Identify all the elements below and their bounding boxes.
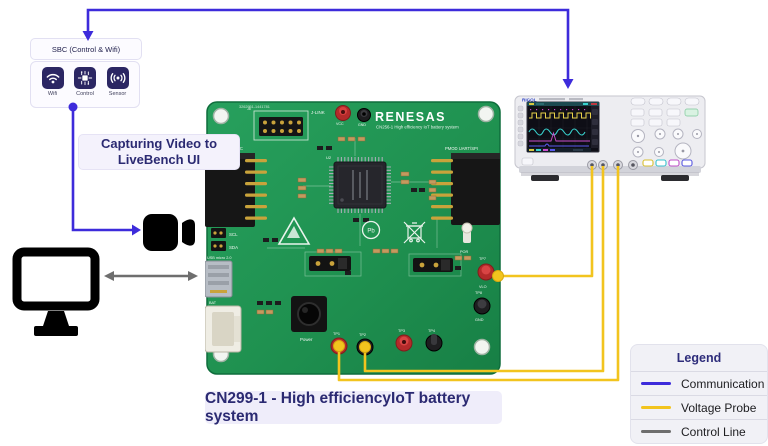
voltage-probe-swatch [641, 406, 671, 409]
gnd2-label: GND [475, 318, 484, 322]
communication-line-sbc-scope [86, 8, 570, 80]
sensor-broadcast-icon [106, 67, 129, 89]
legend-row-control-line: Control Line [631, 419, 767, 443]
tp7-label: TP7 [479, 257, 486, 261]
arrowhead-to-monitor [104, 271, 114, 281]
channel-buttons [642, 159, 693, 167]
voltage-probe-label: Voltage Probe [681, 400, 757, 415]
scope-screen [526, 101, 600, 153]
scl-label: SCL [229, 232, 238, 237]
scope-base [519, 166, 701, 173]
scope-left-buttons [517, 105, 524, 147]
wifi-icon [41, 67, 64, 89]
mcu-chip: U2 [326, 155, 391, 213]
esd-warning-symbol [277, 216, 311, 245]
arrowhead-to-camera [132, 224, 141, 236]
oscilloscope: RIGOL [514, 95, 706, 181]
monitor-icon [12, 247, 100, 336]
tp4-label: TP4 [428, 329, 435, 333]
power-button: Power [291, 296, 327, 342]
pcb-substrate [206, 101, 501, 375]
tp3-label: TP3 [398, 329, 405, 333]
usb-label: USB micro 2.0 [207, 256, 231, 260]
testpoint-vcc: VCC [335, 105, 351, 126]
wifi-icon-label: Wifi [47, 91, 58, 97]
legend-row-voltage-probe: Voltage Probe [631, 395, 767, 419]
trace-ch4-blue [529, 143, 589, 147]
trace-ch2-cyan [528, 128, 586, 136]
micro-usb-connector: USB micro 2.0 [205, 256, 233, 298]
renesas-logo: RENESAS [375, 110, 446, 124]
scope-power-button [521, 157, 534, 166]
sbc-icon-wifi: Wifi [41, 67, 64, 97]
pmod-uart-label: PMOD UART/SPI [445, 146, 478, 151]
control-line-label: Control Line [681, 424, 746, 439]
jlink-label: J-LINK [311, 110, 325, 115]
testpoint-gnd-top: GND [357, 108, 371, 127]
capture-note: Capturing Video to LiveBench UI [78, 134, 240, 170]
pb-label: Pb [367, 229, 375, 235]
chip-circuit-icon [74, 67, 96, 89]
rigol-logo: RIGOL [522, 98, 537, 103]
legend-title: Legend [676, 351, 722, 365]
arrowhead-to-board [188, 271, 198, 281]
por-label: POR [460, 250, 468, 254]
sbc-icons-box: Wifi Control Sensor [30, 61, 140, 108]
chip-icon-label: Control [76, 91, 94, 97]
sbc-title-box: SBC (Control & Wifi) [30, 38, 142, 60]
sda-label: SDA [229, 245, 238, 250]
tp8-label: TP8 [475, 291, 482, 295]
run-stop-button [684, 108, 699, 117]
board-caption: CN299-1 - High efficiencyIoT battery sys… [205, 390, 502, 425]
legend-row-communication: Communication [631, 371, 767, 395]
sensor-icon-label: Sensor [108, 91, 127, 97]
legend: Legend Communication Voltage Probe Contr… [630, 344, 768, 444]
gnd-label: GND [358, 123, 366, 127]
board-serial: 3262951-1441781 [239, 105, 270, 109]
communication-swatch [641, 382, 671, 385]
vcc-label: VCC [336, 122, 344, 126]
i2c-jumpers: SCL SDA [211, 228, 238, 251]
sbc-icon-sensor: Sensor [106, 67, 129, 97]
scope-control-panel [630, 97, 702, 167]
control-line-swatch [641, 430, 671, 433]
tp1-label: TP1 [333, 332, 340, 336]
j8-label: J8 [247, 107, 251, 111]
vlo-label: VLO [479, 285, 487, 289]
power-label: Power [300, 337, 313, 342]
bat-label: BAT [209, 301, 217, 305]
sbc-icon-control: Control [74, 67, 96, 97]
trace-ch1-yellow [529, 112, 593, 119]
video-camera-icon [143, 214, 195, 251]
battery-connector: BAT [205, 301, 242, 353]
sbc-title-label: SBC (Control & Wifi) [51, 44, 121, 54]
communication-label: Communication [681, 376, 765, 391]
tp2-label: TP2 [359, 333, 366, 337]
scope-foot-left [531, 175, 559, 181]
arrowhead-to-scope [562, 79, 574, 89]
board-subtitle: CN256-1 High efficiency IoT battery syst… [376, 125, 459, 130]
u2-label: U2 [326, 155, 332, 160]
trace-ch3-magenta [529, 131, 590, 142]
jlink-header: J8 J-LINK [247, 107, 325, 141]
scope-foot-right [661, 175, 689, 181]
dev-board: 3262951-1441781 J8 J-LINK VCC GND [205, 101, 501, 375]
